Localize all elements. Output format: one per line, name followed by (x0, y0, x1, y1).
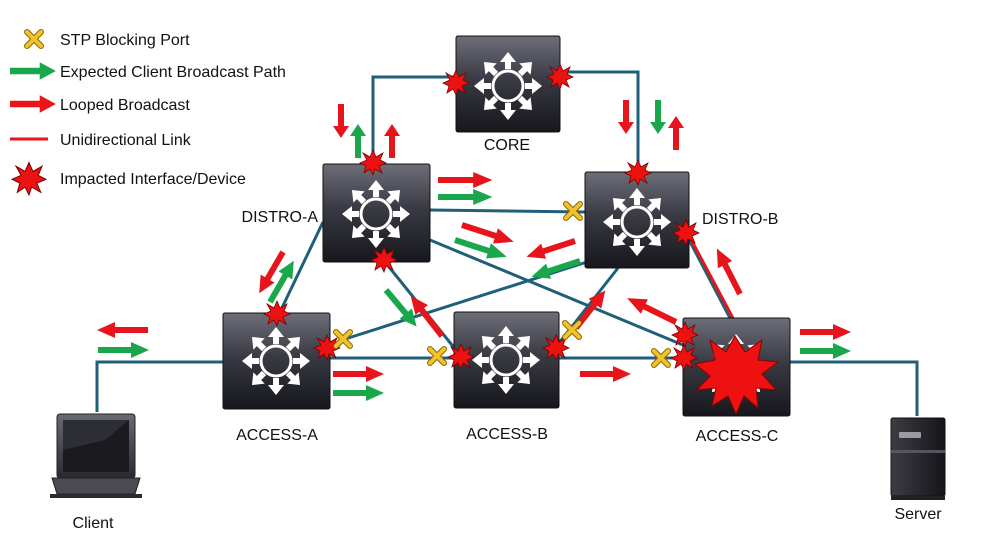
arrow-red-left (97, 322, 148, 338)
legend-expected-path-label: Expected Client Broadcast Path (60, 64, 286, 81)
arrow-red-down (333, 104, 349, 138)
legend-impacted-label: Impacted Interface/Device (60, 171, 246, 188)
legend-starburst-icon (11, 161, 47, 196)
switch-distro-b[interactable] (584, 171, 690, 269)
label-distro-a: DISTRO-A (242, 209, 319, 226)
link-client-access-a (95, 360, 223, 412)
legend-unidirectional-label: Unidirectional Link (60, 132, 192, 149)
label-access-a: ACCESS-A (236, 427, 318, 444)
arrow-red-right (800, 324, 851, 340)
arrow-red-right (580, 366, 631, 382)
legend-green-arrow-icon (10, 62, 56, 80)
link-distro-a-distro-b (429, 208, 586, 214)
arrow-green-right (800, 343, 851, 359)
client-laptop-icon[interactable] (50, 413, 142, 498)
arrow-red-down (618, 100, 634, 134)
arrow-red-right (333, 366, 384, 382)
label-access-b: ACCESS-B (466, 426, 548, 443)
arrow-red-right (438, 172, 493, 188)
unidirectional-link-distro-b-access-c (684, 229, 737, 323)
stp-blocking-x-icon (430, 349, 444, 363)
arrow-green-right (98, 342, 149, 358)
server-icon[interactable] (890, 417, 946, 500)
switch-access-a[interactable] (222, 312, 331, 410)
label-client: Client (73, 515, 114, 532)
arrow-red-diag (524, 233, 578, 265)
arrow-green-right (333, 385, 384, 401)
label-core: CORE (484, 137, 530, 154)
legend-looped-broadcast-label: Looped Broadcast (60, 97, 190, 114)
switch-access-b[interactable] (453, 311, 560, 409)
switch-distro-a[interactable] (322, 163, 431, 263)
label-access-c: ACCESS-C (696, 428, 779, 445)
arrow-red-up (384, 124, 400, 158)
label-server: Server (894, 506, 942, 523)
device-labels: CORE DISTRO-A DISTRO-B ACCESS-A ACCESS-B… (73, 137, 943, 532)
label-distro-b: DISTRO-B (702, 211, 778, 228)
legend-stp-blocking-label: STP Blocking Port (60, 32, 190, 49)
link-access-c-server (790, 360, 919, 416)
legend-stp-x-icon (27, 32, 41, 46)
link-distro-a-core (371, 75, 456, 162)
link-distro-b-access-c (684, 233, 732, 319)
device-impact-burst-icon (693, 335, 780, 416)
switch-core[interactable] (455, 35, 561, 133)
link-core-distro-b (560, 70, 640, 172)
impact-starburst-icon (370, 246, 398, 273)
arrow-green-diag (529, 253, 583, 285)
arrow-green-right (438, 189, 493, 205)
arrow-red-up (668, 116, 684, 150)
arrow-green-down (650, 100, 666, 134)
legend-red-arrow-icon (10, 95, 56, 113)
legend: STP Blocking Port Expected Client Broadc… (10, 32, 286, 196)
link-distro-a-access-c (429, 238, 684, 347)
link-distro-a-access-a (278, 221, 325, 313)
